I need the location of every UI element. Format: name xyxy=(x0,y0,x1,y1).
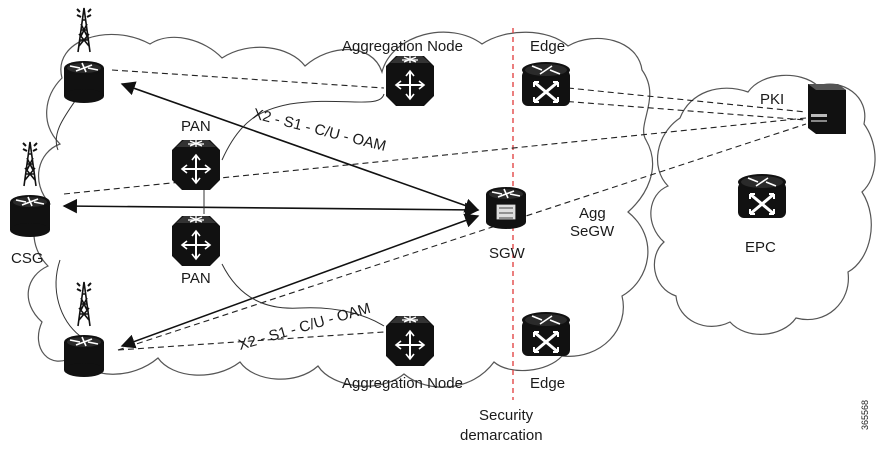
cell-site-bottom xyxy=(63,281,105,378)
edge-bottom-label: Edge xyxy=(530,375,565,392)
edge-top-icon xyxy=(520,60,572,108)
sgw-icon xyxy=(485,186,527,230)
pki-server-icon xyxy=(808,84,846,134)
aggregation-node-top-label: Aggregation Node xyxy=(342,38,463,55)
demarcation-label: demarcation xyxy=(460,427,543,444)
sgw-label: SGW xyxy=(489,245,526,262)
pan-top-icon xyxy=(171,139,221,191)
edge-bottom-icon xyxy=(520,310,572,358)
pan-top-label: PAN xyxy=(181,118,211,135)
epc-label: EPC xyxy=(745,239,776,256)
protocol-label-top: X2 - S1 - C/U - OAM xyxy=(251,105,388,155)
figure-id: 365568 xyxy=(860,400,870,430)
access-cloud xyxy=(27,31,654,388)
segw-label: SeGW xyxy=(570,223,615,240)
tunnel-arrows xyxy=(62,81,480,349)
csg-label: CSG xyxy=(11,250,44,267)
pki-label: PKI xyxy=(760,91,784,108)
aggregation-node-top-icon xyxy=(385,55,435,107)
epc-router-icon xyxy=(736,172,788,220)
aggregation-node-bottom-label: Aggregation Node xyxy=(342,375,463,392)
cell-site-top xyxy=(63,7,105,104)
pan-bottom-label: PAN xyxy=(181,270,211,287)
connectors xyxy=(55,81,385,337)
pan-bottom-icon xyxy=(171,215,221,267)
agg-label: Agg xyxy=(579,205,606,222)
edge-top-label: Edge xyxy=(530,38,565,55)
aggregation-node-bottom-icon xyxy=(385,315,435,367)
security-label: Security xyxy=(479,407,534,424)
